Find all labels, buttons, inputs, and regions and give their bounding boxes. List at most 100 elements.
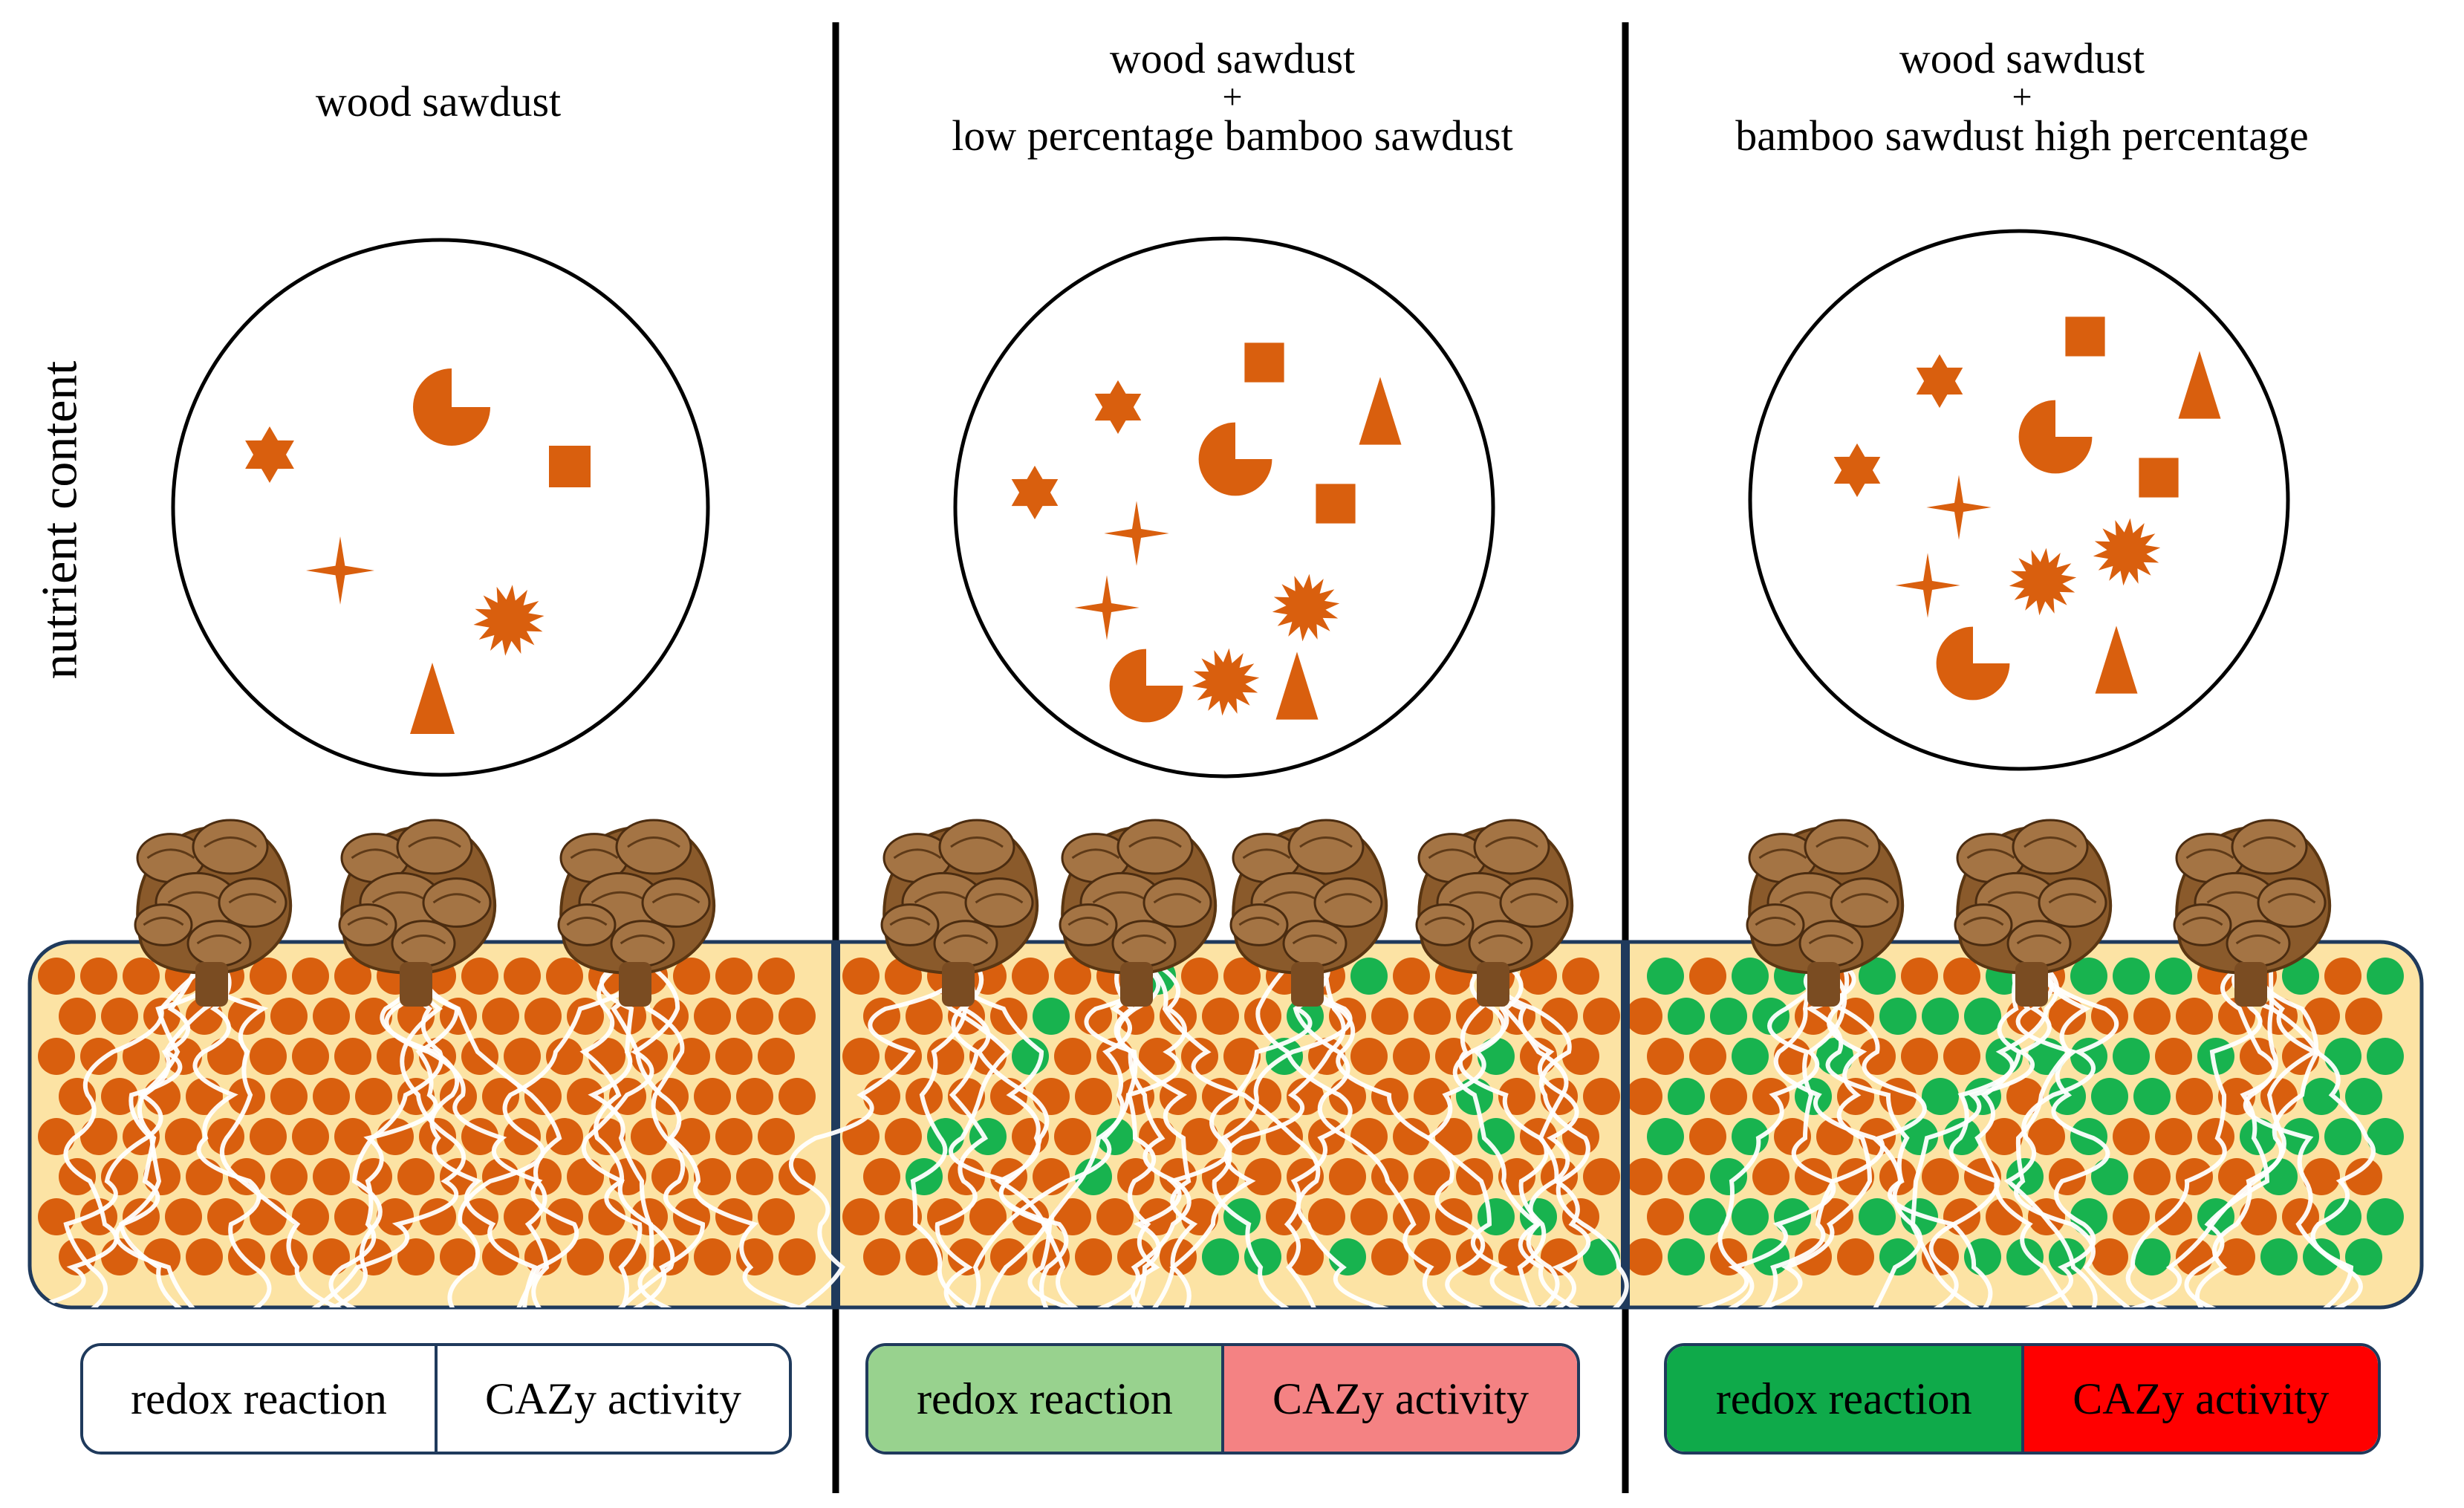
wood-particle <box>1901 1038 1938 1075</box>
bamboo-particle <box>1879 998 1917 1035</box>
nutrient-circles <box>171 229 2290 779</box>
wood-particle <box>101 1078 138 1115</box>
wood-particle <box>59 1158 96 1195</box>
square-icon <box>2139 458 2179 498</box>
wood-particle <box>969 1198 1007 1235</box>
wood-particle <box>313 1078 350 1115</box>
panel-3-redox-cell: redox reaction <box>1667 1346 2021 1452</box>
wood-particle <box>1012 958 1049 995</box>
mushroom-icon <box>1415 819 1574 1007</box>
wood-particle <box>1054 1038 1091 1075</box>
wood-particle <box>1647 1198 1684 1235</box>
square-icon <box>1316 484 1356 524</box>
wood-particle <box>397 1158 435 1195</box>
bamboo-particle <box>1647 1118 1684 1155</box>
wood-particle <box>2324 958 2361 995</box>
wood-particle <box>123 1038 160 1075</box>
wood-particle <box>1943 1198 1980 1235</box>
panel-2-redox-cell: redox reaction <box>868 1346 1221 1452</box>
wood-particle <box>1371 998 1408 1035</box>
wood-particle <box>1414 998 1451 1035</box>
wood-particle <box>1160 1238 1197 1275</box>
bamboo-particle <box>1244 1238 1281 1275</box>
wood-particle <box>38 958 75 995</box>
sparkle-icon <box>306 536 374 605</box>
mycelium-thread <box>2243 963 2363 1307</box>
wood-particle <box>482 1238 519 1275</box>
wood-particle <box>397 1238 435 1275</box>
mycelium-thread <box>1773 963 1983 1307</box>
panel-1-cazy-cell: CAZy activity <box>435 1346 789 1452</box>
wood-particle <box>1033 1078 1070 1115</box>
wood-particle <box>1986 1198 2023 1235</box>
wood-particle <box>2133 1158 2171 1195</box>
wood-particle <box>1266 1198 1303 1235</box>
mycelium-thread <box>192 963 272 1307</box>
wood-particle <box>715 1038 752 1075</box>
wood-particle <box>736 998 773 1035</box>
mycelium-threads <box>30 963 2376 1307</box>
bamboo-particle <box>1732 1198 1769 1235</box>
bamboo-particle <box>2133 1238 2171 1275</box>
bamboo-particle <box>1732 1038 1769 1075</box>
mushroom-icon <box>1954 819 2113 1007</box>
bamboo-particle <box>1964 998 2001 1035</box>
pacman-icon <box>413 368 490 446</box>
wood-particle <box>1668 1158 1705 1195</box>
mycelium-thread <box>447 963 644 1307</box>
bamboo-particle <box>2324 1118 2361 1155</box>
bamboo-particle <box>2367 1038 2404 1075</box>
bamboo-particle <box>1710 998 1747 1035</box>
mushroom-icon <box>1746 819 1905 1007</box>
wood-particle <box>1244 1158 1281 1195</box>
wood-particle <box>1752 1158 1790 1195</box>
wood-particle <box>397 1078 435 1115</box>
wood-particle <box>1837 1238 1874 1275</box>
wood-particle <box>186 1158 223 1195</box>
bamboo-particle <box>1859 1198 1896 1235</box>
mycelium-thread <box>2125 963 2320 1307</box>
bamboo-particle <box>1922 1078 1959 1115</box>
wood-particle <box>1350 1118 1388 1155</box>
wood-particle <box>207 1198 244 1235</box>
wood-particle <box>2113 1118 2150 1155</box>
wood-particle <box>1414 1158 1451 1195</box>
panel-1-title: wood sawdust <box>141 80 735 123</box>
wood-particle <box>59 1238 96 1275</box>
mycelium-thread <box>1928 963 2023 1307</box>
mycelium-thread <box>610 963 812 1307</box>
bamboo-particle <box>2324 1198 2361 1235</box>
bamboo-particle <box>2303 1078 2340 1115</box>
bamboo-particle <box>2155 958 2192 995</box>
triangle-icon <box>2095 625 2138 694</box>
wood-particle <box>567 998 604 1035</box>
mycelium-thread <box>910 963 977 1307</box>
wood-particle <box>482 1078 519 1115</box>
bamboo-particle <box>2006 1238 2044 1275</box>
star-icon <box>1094 380 1142 435</box>
mycelium-thread <box>1717 963 1847 1307</box>
bamboo-particle <box>1668 1238 1705 1275</box>
bamboo-particle <box>1096 1118 1134 1155</box>
panel-3-legend: redox reaction CAZy activity <box>1664 1343 2381 1455</box>
nutrient-circle-panel-3 <box>1748 229 2290 771</box>
wood-particle <box>1202 998 1239 1035</box>
wood-particle <box>1647 1038 1684 1075</box>
wood-particle <box>588 1038 625 1075</box>
wood-particle <box>758 1198 795 1235</box>
square-icon <box>2065 316 2105 357</box>
mushroom-icon <box>338 819 497 1007</box>
wood-particle <box>758 1118 795 1155</box>
wood-particle <box>1075 1238 1112 1275</box>
bamboo-particle <box>1075 1158 1112 1195</box>
mycelium-thread <box>1948 963 2075 1307</box>
wood-particle <box>2176 998 2213 1035</box>
substrate-divider <box>1621 942 1630 1307</box>
sparkle-icon <box>1104 501 1169 566</box>
wood-particle <box>80 1038 117 1075</box>
bamboo-particle <box>1879 1238 1917 1275</box>
wood-particle <box>250 1038 287 1075</box>
wood-particle <box>990 1238 1027 1275</box>
